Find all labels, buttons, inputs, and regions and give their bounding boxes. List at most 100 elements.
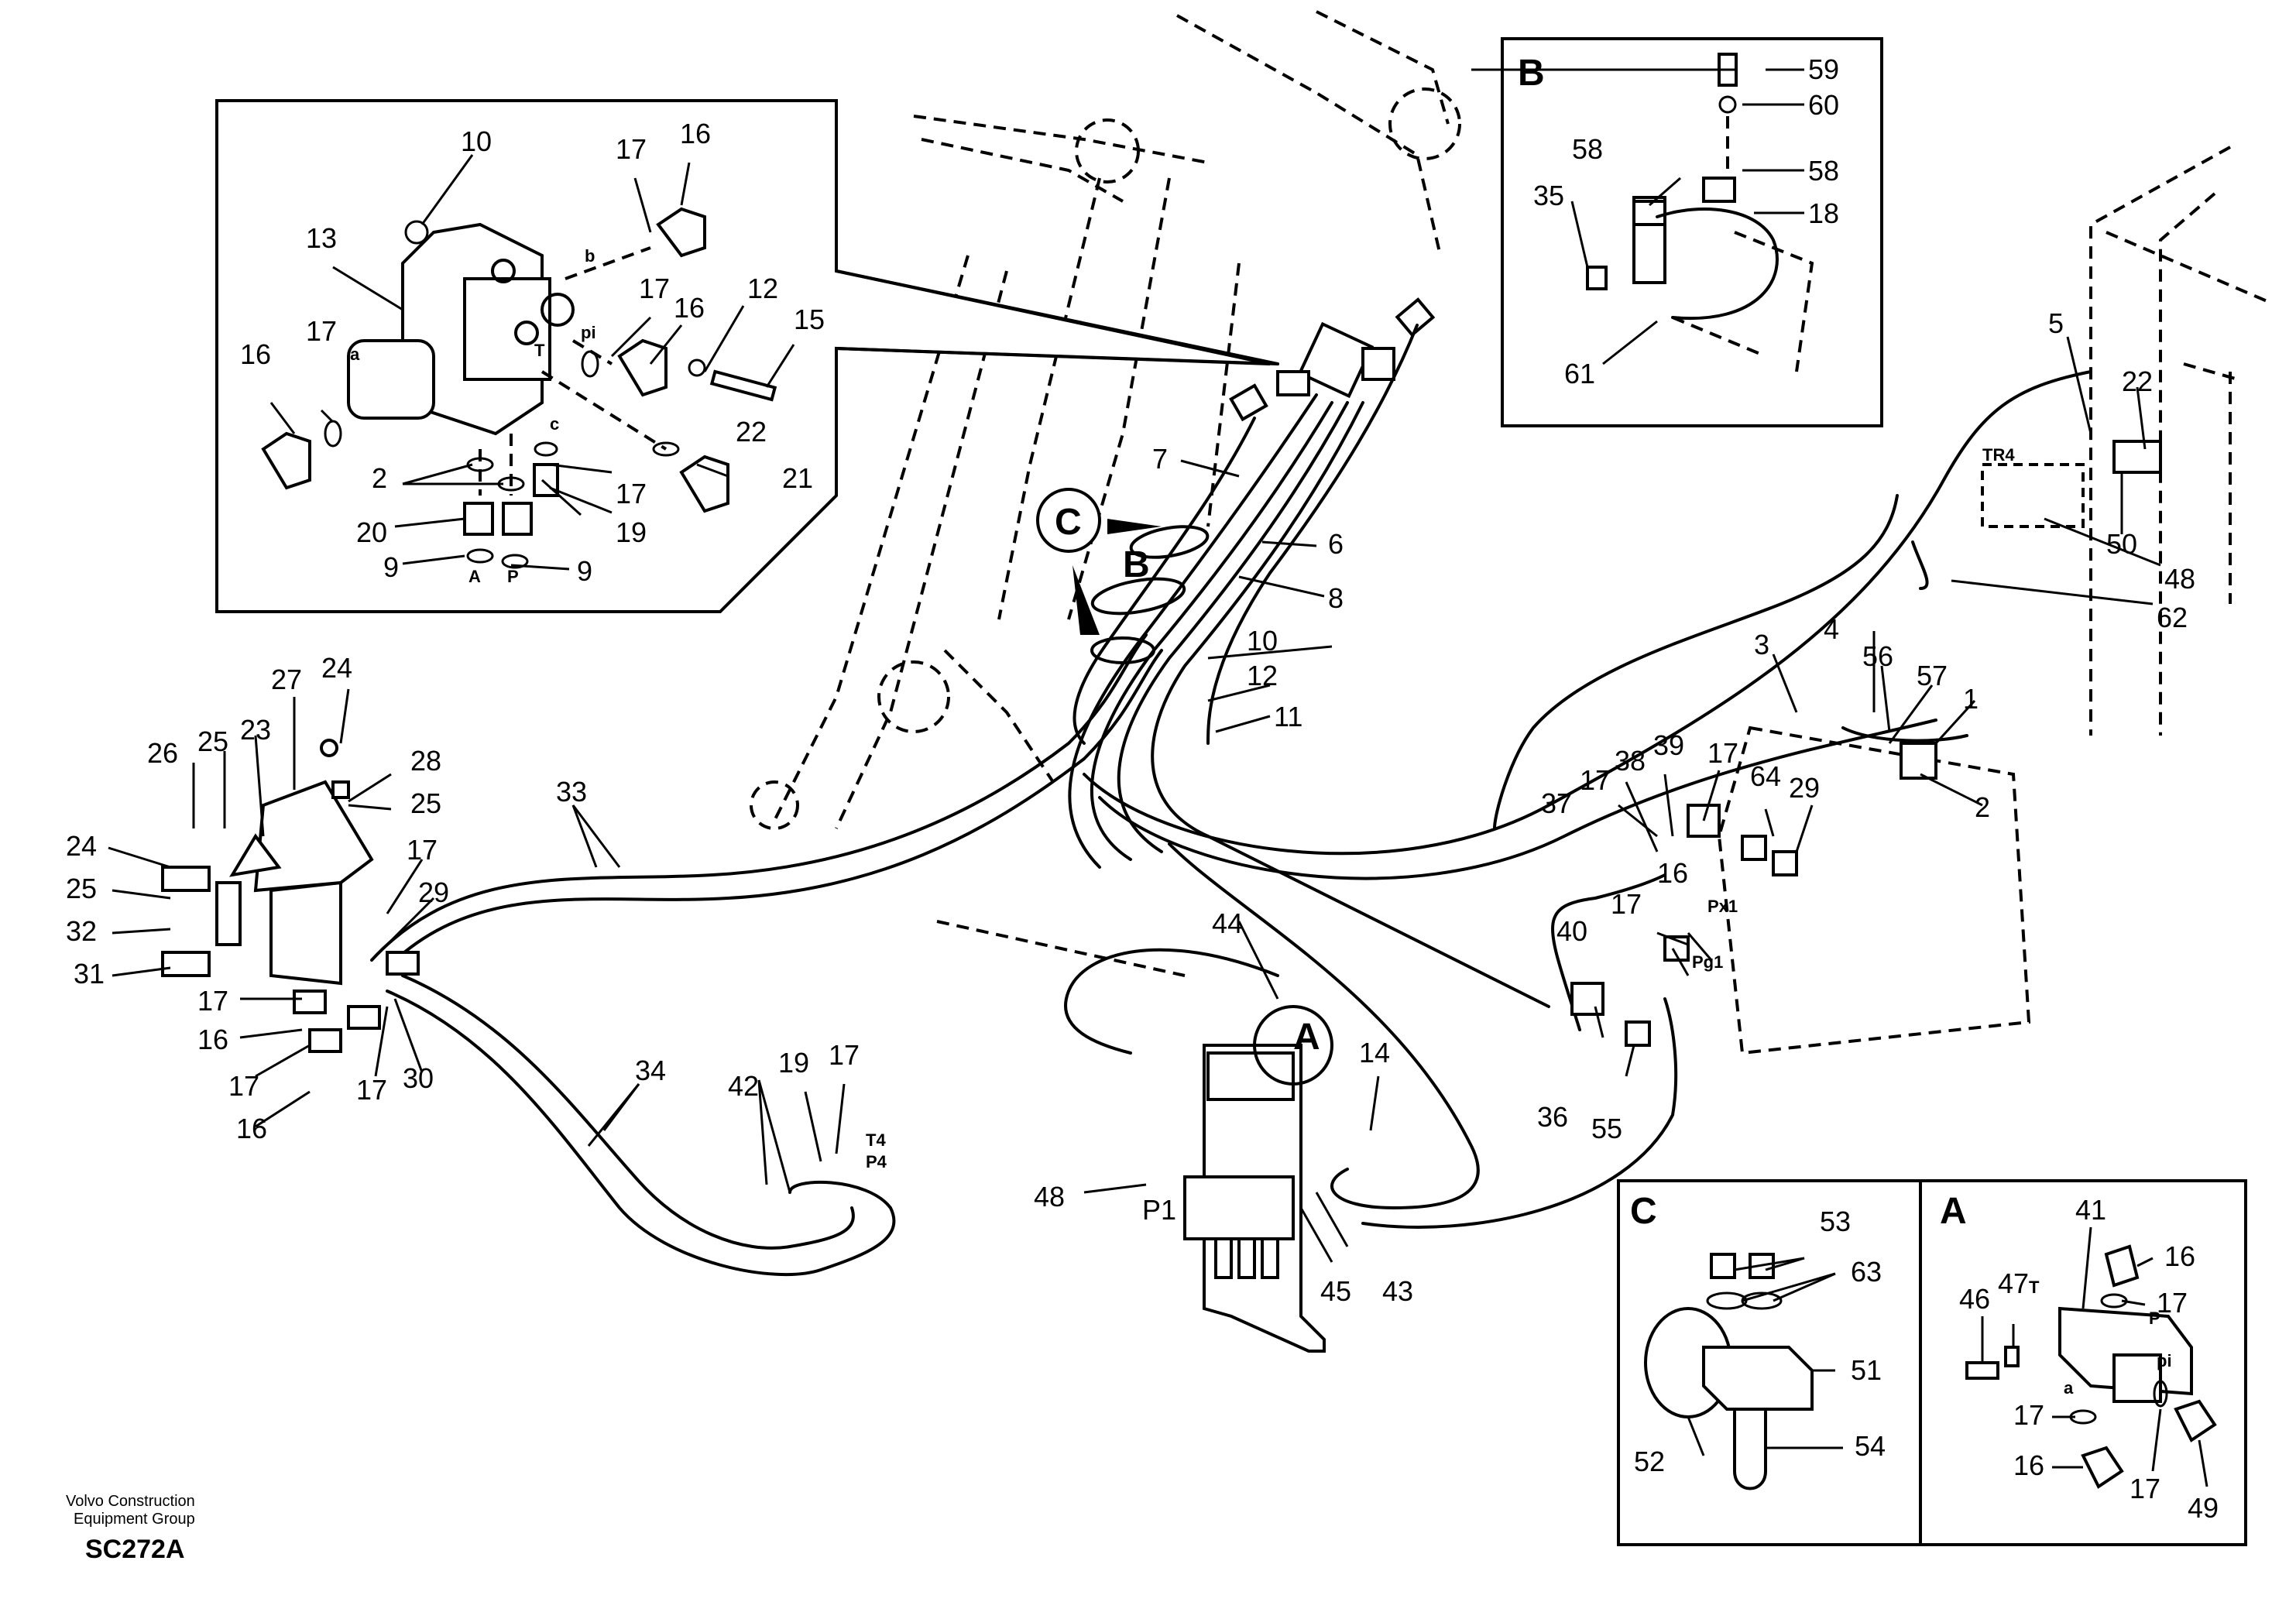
svg-text:P: P — [507, 567, 519, 586]
svg-text:pi: pi — [581, 323, 596, 342]
svg-text:Px1: Px1 — [1707, 897, 1738, 916]
machine-outline — [750, 10, 2270, 1055]
label-17: 17 — [197, 985, 228, 1017]
label-3: 3 — [1754, 629, 1769, 660]
label-1: 1 — [1963, 683, 1979, 715]
label-17: 17 — [1707, 737, 1738, 769]
label-17: 17 — [1580, 764, 1611, 796]
label-25: 25 — [197, 725, 228, 757]
label-7: 7 — [1152, 443, 1168, 475]
svg-text:a: a — [350, 345, 360, 364]
label-5: 5 — [2048, 307, 2064, 339]
label-9: 9 — [577, 555, 592, 587]
leader-lines — [108, 68, 2208, 1487]
label-35: 35 — [1533, 180, 1564, 211]
label-39: 39 — [1653, 729, 1684, 761]
detail-ca-frame — [1617, 1179, 2247, 1546]
label-55: 55 — [1591, 1113, 1622, 1144]
label-16: 16 — [236, 1113, 267, 1144]
label-58: 58 — [1572, 133, 1603, 165]
label-17: 17 — [616, 478, 647, 509]
label-27: 27 — [271, 664, 302, 695]
label-59: 59 — [1808, 53, 1839, 85]
svg-text:b: b — [585, 246, 595, 266]
label-10: 10 — [461, 125, 492, 157]
label-16: 16 — [2164, 1240, 2195, 1272]
svg-text:T: T — [534, 341, 545, 360]
label-17: 17 — [2130, 1473, 2160, 1504]
label-38: 38 — [1615, 745, 1646, 777]
label-6: 6 — [1328, 528, 1344, 560]
label-22: 22 — [2122, 365, 2153, 397]
label-16: 16 — [674, 292, 705, 324]
label-17: 17 — [228, 1070, 259, 1102]
label-16: 16 — [1657, 857, 1688, 889]
label-45: 45 — [1320, 1275, 1351, 1307]
label-41: 41 — [2075, 1194, 2106, 1226]
label-29: 29 — [1789, 772, 1820, 804]
footer-company-line2: Equipment Group — [74, 1511, 195, 1528]
label-26: 26 — [147, 737, 178, 769]
svg-text:Pg1: Pg1 — [1692, 952, 1723, 972]
label-62: 62 — [2157, 602, 2188, 633]
label-17: 17 — [1611, 888, 1642, 920]
svg-text:P4: P4 — [866, 1152, 887, 1171]
callout-b-letter: B — [1123, 544, 1150, 585]
label-53: 53 — [1820, 1206, 1851, 1237]
detail-b-frame — [1501, 37, 1883, 427]
hose-bundle — [1068, 324, 1419, 869]
port-labels: a b pi T c A P TR4 Px1 Pg1 T4 P4 P1 T P … — [350, 246, 2172, 1398]
label-50: 50 — [2106, 528, 2137, 560]
label-25: 25 — [410, 787, 441, 819]
label-57: 57 — [1917, 660, 1948, 691]
label-63: 63 — [1851, 1256, 1882, 1288]
label-19: 19 — [616, 516, 647, 548]
callout-b-arrow — [1072, 565, 1100, 635]
label-52: 52 — [1634, 1446, 1665, 1477]
label-17: 17 — [2013, 1399, 2044, 1431]
label-4: 4 — [1824, 613, 1839, 645]
label-16: 16 — [197, 1024, 228, 1055]
svg-text:P: P — [2149, 1309, 2160, 1328]
label-34: 34 — [635, 1055, 666, 1086]
label-22: 22 — [736, 416, 767, 448]
label-16: 16 — [2013, 1449, 2044, 1481]
footer-drawing-code: SC272A — [85, 1535, 185, 1564]
label-15: 15 — [794, 304, 825, 335]
label-61: 61 — [1564, 358, 1595, 389]
label-48: 48 — [2164, 563, 2195, 595]
label-12: 12 — [1247, 660, 1278, 691]
label-11: 11 — [1274, 701, 1302, 732]
label-64: 64 — [1750, 760, 1781, 792]
label-16: 16 — [680, 118, 711, 149]
label-24: 24 — [66, 830, 97, 862]
label-30: 30 — [403, 1062, 434, 1094]
label-13: 13 — [306, 222, 337, 254]
label-33: 33 — [556, 776, 587, 808]
solenoid-block — [1183, 1005, 1333, 1353]
detail-a-title: A — [1940, 1191, 1967, 1232]
label-58: 58 — [1808, 155, 1839, 187]
detail-b-title: B — [1518, 53, 1545, 94]
label-17: 17 — [356, 1074, 387, 1106]
label-28: 28 — [410, 745, 441, 777]
label-24: 24 — [321, 652, 352, 684]
long-hoses — [370, 370, 2092, 1277]
pedal-assembly — [161, 739, 420, 1053]
label-17: 17 — [306, 315, 337, 347]
svg-text:TR4: TR4 — [1982, 445, 2015, 465]
label-20: 20 — [356, 516, 387, 548]
label-32: 32 — [66, 915, 97, 947]
label-48: 48 — [1034, 1181, 1065, 1213]
label-17: 17 — [2157, 1287, 2188, 1319]
label-17: 17 — [829, 1039, 860, 1071]
label-17: 17 — [639, 273, 670, 304]
boom-valve-group — [1229, 297, 1436, 422]
label-12: 12 — [747, 273, 778, 304]
callout-c-arrow — [1107, 519, 1162, 534]
label-16: 16 — [240, 338, 271, 370]
label-14: 14 — [1359, 1037, 1390, 1068]
label-46: 46 — [1959, 1283, 1990, 1315]
